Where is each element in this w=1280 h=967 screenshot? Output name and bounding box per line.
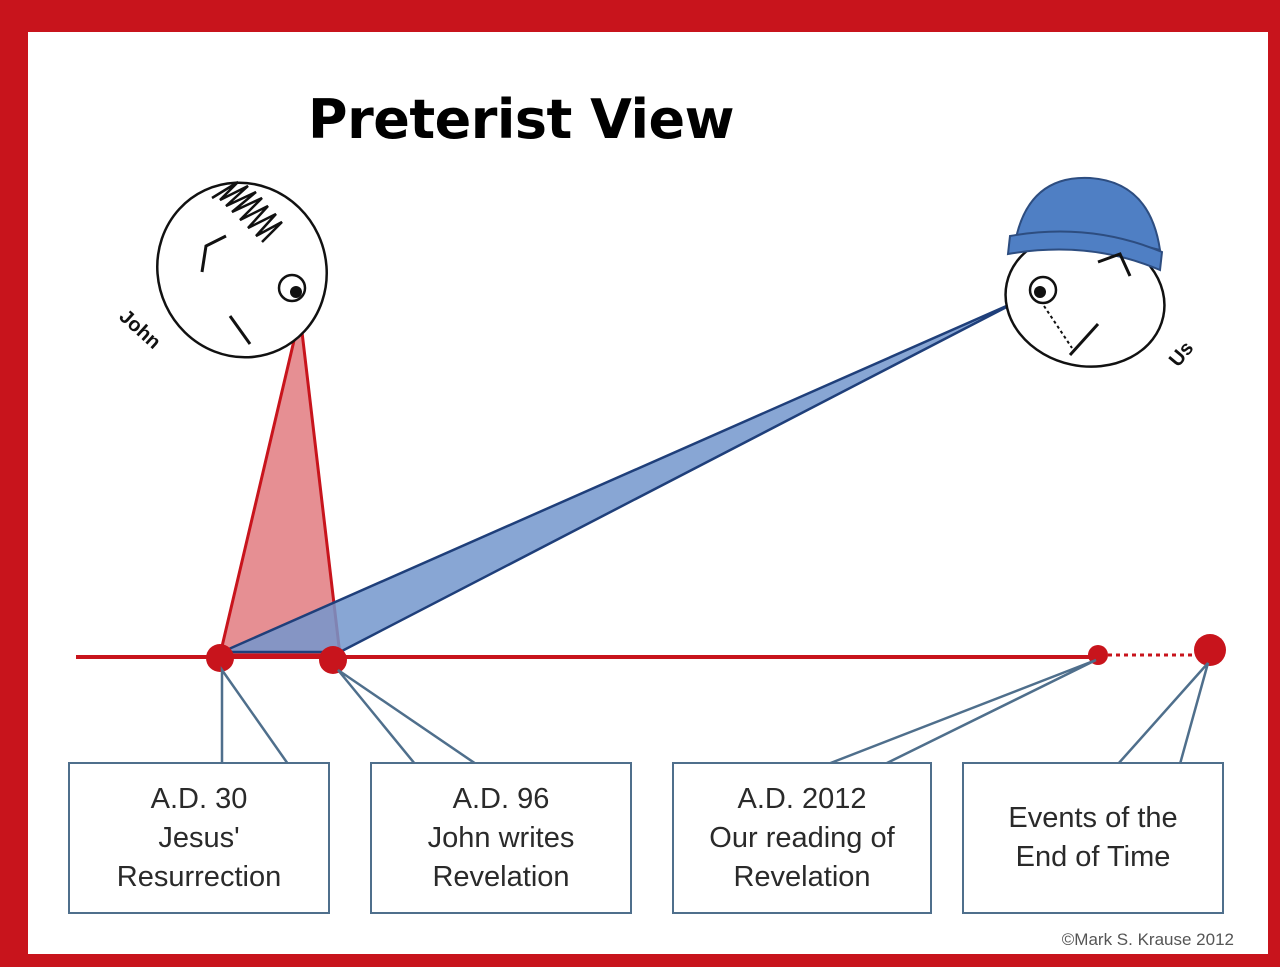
john-eyebrow xyxy=(200,234,227,273)
callout-pointer-4 xyxy=(1115,662,1210,766)
page-title: Preterist View xyxy=(308,88,735,151)
us-sight-cone xyxy=(221,298,1021,654)
callout-pointer-3 xyxy=(827,658,1097,766)
callout-line: Revelation xyxy=(432,860,570,893)
us-nose xyxy=(1043,305,1073,349)
john-sight-cone xyxy=(218,314,342,657)
cap-brim xyxy=(1006,230,1164,272)
callout-line: A.D. 30 xyxy=(150,782,248,815)
john-label: John xyxy=(115,305,165,353)
john-hair xyxy=(211,180,283,243)
callout-ad96: A.D. 96 John writes Revelation xyxy=(370,762,632,914)
dot-ad96 xyxy=(319,646,347,674)
callout-line: A.D. 2012 xyxy=(737,782,867,815)
us-label: Us xyxy=(1165,337,1198,371)
callout-ad30: A.D. 30 Jesus' Resurrection xyxy=(68,762,330,914)
callout-pointer-1 xyxy=(220,666,291,766)
callout-line: Events of the xyxy=(1008,802,1178,834)
callout-pointer-2 xyxy=(337,668,481,766)
callout-line: Jesus' xyxy=(158,821,240,854)
us-pupil xyxy=(1034,286,1046,298)
us-figure xyxy=(1004,176,1166,368)
callout-line: Resurrection xyxy=(116,860,282,893)
copyright-notice: ©Mark S. Krause 2012 xyxy=(1061,930,1234,949)
callout-line: Revelation xyxy=(733,860,871,893)
callout-line: A.D. 96 xyxy=(452,782,550,815)
dot-ad30 xyxy=(206,644,234,672)
callout-end-of-time: Events of the End of Time xyxy=(962,762,1224,914)
dot-end-of-time xyxy=(1194,634,1226,666)
john-figure xyxy=(156,180,328,359)
callout-ad2012: A.D. 2012 Our reading of Revelation xyxy=(672,762,932,914)
callout-line: End of Time xyxy=(1015,841,1171,873)
john-mouth xyxy=(228,315,252,345)
us-eyebrow xyxy=(1097,252,1132,277)
us-mouth xyxy=(1068,322,1100,357)
john-head xyxy=(156,181,328,359)
john-pupil xyxy=(290,286,302,298)
callout-line: John writes xyxy=(427,821,575,854)
callout-line: Our reading of xyxy=(709,821,895,854)
